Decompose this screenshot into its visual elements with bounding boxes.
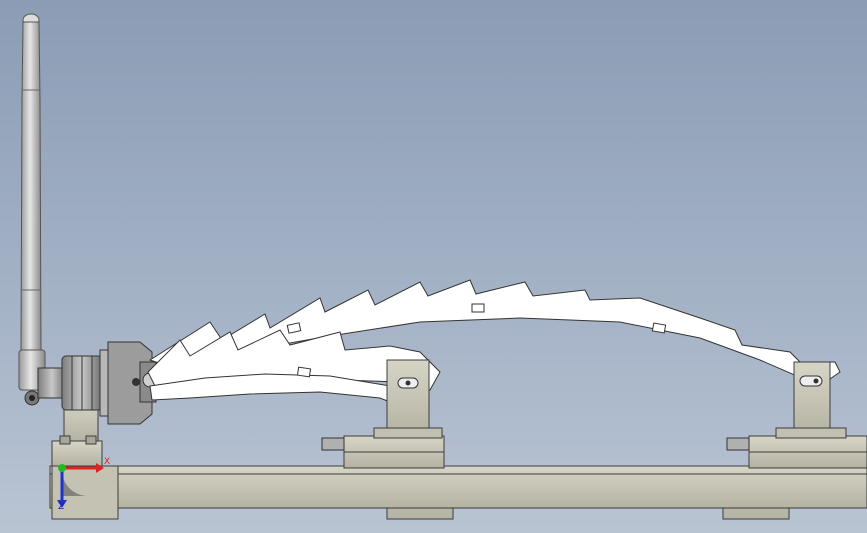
blade-stack[interactable] xyxy=(147,279,841,415)
coordinate-triad xyxy=(57,463,104,508)
right-support xyxy=(726,361,867,469)
triad-x-label: X xyxy=(104,457,111,467)
hub-assembly[interactable] xyxy=(37,341,158,425)
base-rail xyxy=(49,465,867,520)
lever-handle[interactable] xyxy=(18,13,46,406)
middle-support xyxy=(321,359,445,469)
triad-z-label: Z xyxy=(58,502,65,512)
